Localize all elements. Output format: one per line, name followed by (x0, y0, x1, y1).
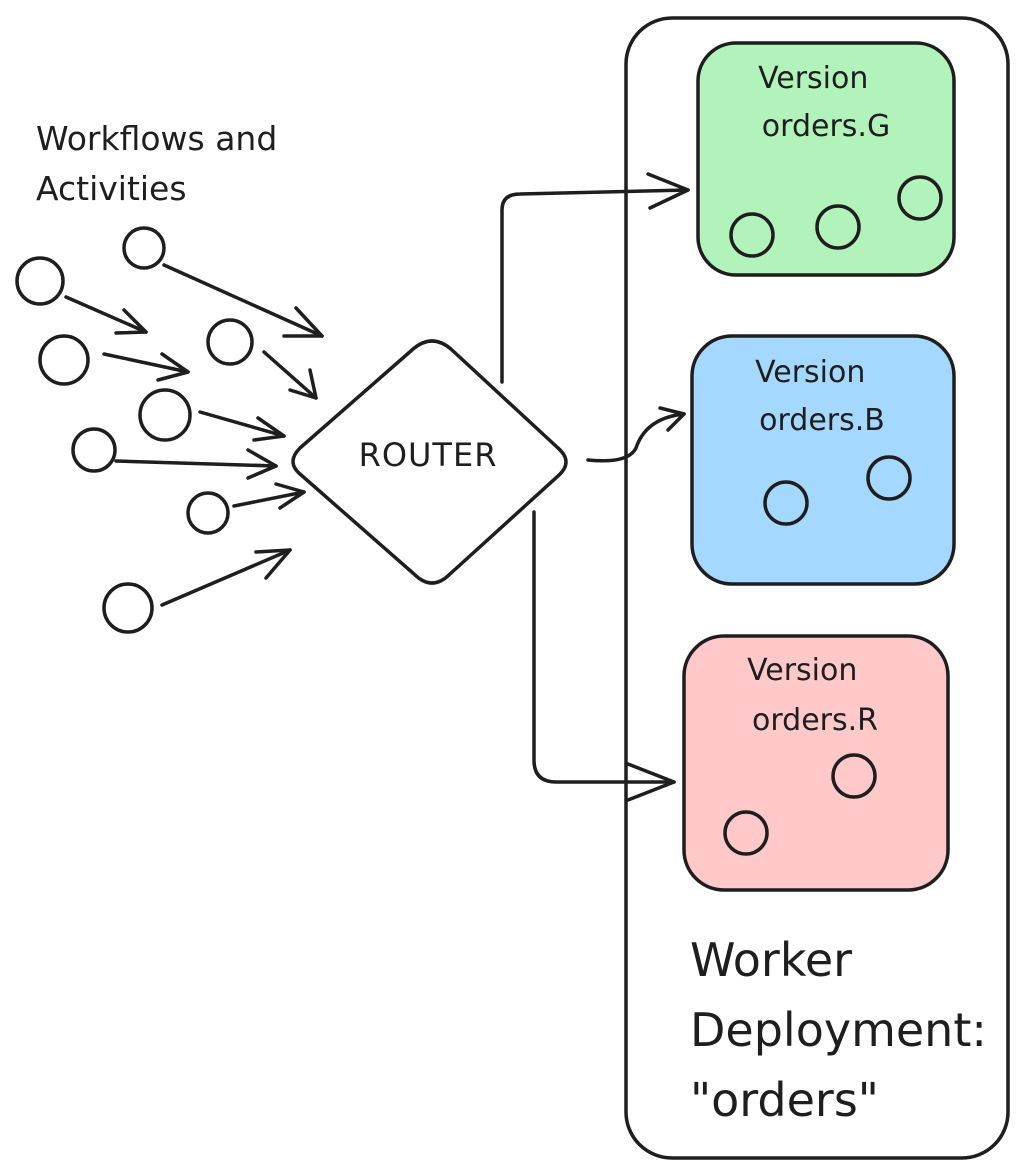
version-r-fill (682, 634, 950, 892)
worker-dot (723, 810, 769, 856)
source-dot (71, 427, 117, 473)
incoming-arrow (114, 448, 278, 480)
router-label: ROUTER (359, 436, 498, 474)
router-to-version-b-arrow (586, 406, 686, 463)
version-r-box: Version orders.R (682, 634, 950, 892)
worker-dot (897, 175, 943, 221)
source-dot (138, 388, 192, 442)
version-b-box: Version orders.B (690, 334, 956, 586)
incoming-arrow (64, 295, 148, 335)
source-dot (122, 226, 166, 270)
worker-deployment-container (624, 16, 1010, 1160)
incoming-arrow (262, 350, 318, 400)
source-dot (206, 318, 254, 366)
source-title: Workflows and Activities (36, 119, 288, 208)
version-g-label: Version orders.G (758, 61, 890, 144)
incoming-arrow (102, 352, 190, 382)
incoming-arrow (198, 410, 286, 442)
version-r-label: Version orders.R (747, 653, 878, 738)
version-g-box: Version orders.G (696, 41, 956, 277)
router-diamond (291, 339, 568, 585)
incoming-arrow (160, 548, 292, 607)
router-node: ROUTER (291, 339, 568, 585)
source-title-line-2: Activities (36, 169, 187, 208)
incoming-arrow (232, 482, 306, 510)
source-dot (186, 491, 230, 535)
source-title-line-1: Workflows and (36, 119, 277, 158)
source-dots (15, 226, 254, 634)
worker-dot (763, 480, 809, 526)
version-b-fill (690, 334, 956, 586)
incoming-arrows (64, 263, 324, 607)
worker-dot (729, 212, 775, 258)
version-b-label: Version orders.B (755, 355, 885, 438)
worker-dot (831, 753, 877, 799)
worker-dot (866, 455, 912, 501)
router-to-version-g-arrow (500, 172, 690, 384)
source-dot (38, 334, 90, 386)
source-dot (102, 582, 154, 634)
incoming-arrow (162, 263, 324, 338)
router-to-version-r-arrow (532, 510, 676, 802)
worker-dot (815, 204, 861, 250)
source-dot (15, 256, 65, 306)
worker-deployment-label: Worker Deployment: "orders" (690, 933, 1002, 1127)
